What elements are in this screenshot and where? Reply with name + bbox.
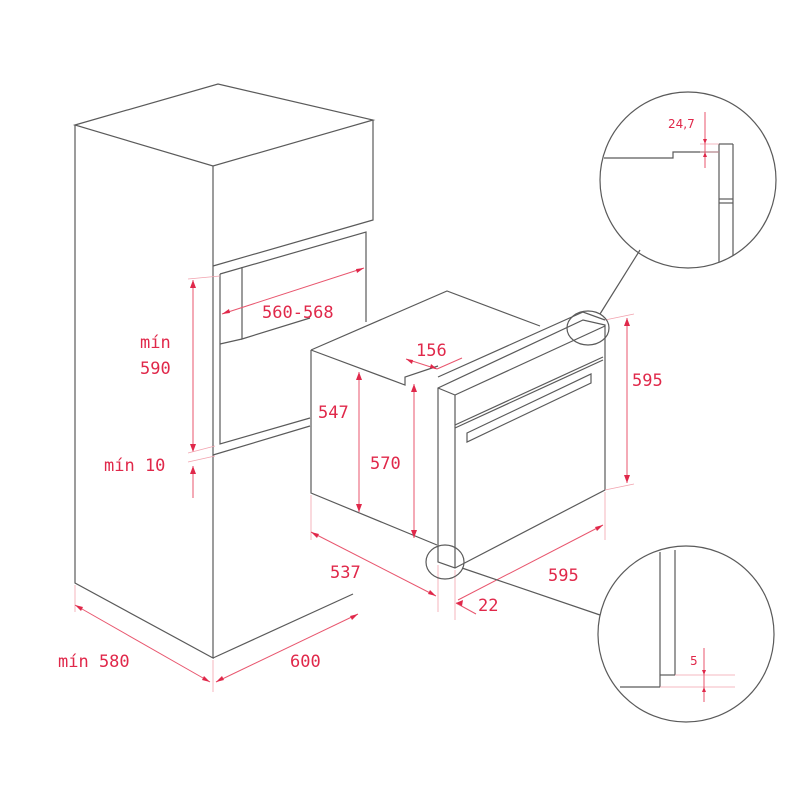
extension-line: [187, 445, 216, 454]
niche-height-label-min: mín: [140, 333, 171, 353]
handle-line: [454, 359, 604, 429]
arrow-icon: [428, 590, 436, 596]
body-height-label: 547: [318, 403, 349, 423]
bottom-gap-label: mín 10: [104, 456, 165, 476]
extension-line: [604, 313, 635, 321]
total-height-label: 595: [632, 371, 663, 391]
niche-width-dim-line: [221, 267, 365, 315]
cabinet-left-face: [74, 125, 214, 660]
arrow-icon: [75, 605, 83, 611]
arrow-icon: [411, 384, 417, 392]
cabinet-bottom-edge: [212, 593, 354, 659]
arrow-icon: [356, 372, 362, 380]
bottom-callout-marker: [425, 544, 465, 580]
oven: [310, 290, 606, 569]
arrow-icon: [356, 268, 364, 273]
oven-dimensions: 547 156 570 595 537 595 2: [310, 313, 663, 620]
depth-label: mín 580: [58, 652, 130, 672]
arrow-icon: [190, 466, 196, 474]
oven-door: [437, 319, 606, 569]
oven-top-back: [310, 290, 541, 351]
niche-inner-edge: [219, 338, 243, 345]
top-callout-leader: [599, 249, 641, 315]
depth-dim-line: [74, 604, 211, 683]
door-top-edge: [454, 325, 606, 396]
body-depth-dim-line: [310, 531, 437, 597]
door-edge: [437, 387, 456, 396]
arrow-icon: [595, 525, 603, 531]
top-detail-label: 24,7: [668, 117, 695, 131]
arrow-icon: [624, 318, 630, 326]
arrow-icon: [703, 139, 707, 144]
extension-line: [187, 455, 216, 463]
width-label: 600: [290, 652, 321, 672]
top-detail-circle: [599, 91, 777, 269]
arrow-icon: [703, 152, 707, 157]
door-thickness-dim-line: [455, 602, 477, 615]
arrow-icon: [311, 532, 319, 538]
arrow-icon: [456, 600, 463, 606]
niche-width-label: 560-568: [262, 303, 334, 323]
body-depth-label: 537: [330, 563, 361, 583]
niche-height-label-value: 590: [140, 359, 171, 379]
niche-floor: [212, 425, 311, 456]
top-detail-step: [604, 151, 719, 159]
oven-handle: [466, 373, 592, 443]
niche-left: [219, 274, 311, 445]
cabinet-dimensions: 560-568 mín 590 mín 10 mín 580 600: [58, 267, 365, 692]
arrow-icon: [356, 504, 362, 512]
arrow-icon: [702, 670, 706, 675]
arrow-icon: [702, 687, 706, 692]
arrow-icon: [190, 280, 196, 288]
width-dim-line: [215, 613, 359, 683]
niche-top: [219, 231, 367, 322]
cabinet: [72, 83, 376, 660]
arrow-icon: [222, 309, 230, 314]
arrow-icon: [411, 530, 417, 538]
arrow-icon: [350, 614, 358, 620]
arrow-icon: [216, 676, 224, 682]
detail-callouts: 24,7 5: [425, 91, 777, 723]
arrow-icon: [202, 676, 210, 682]
arrow-icon: [430, 364, 437, 369]
total-width-dim-line: [457, 524, 604, 601]
front-offset-label: 156: [416, 341, 447, 361]
handle-top: [454, 356, 604, 426]
dim-leader: [436, 357, 463, 370]
cabinet-right-face: [212, 120, 374, 267]
arrow-icon: [406, 359, 413, 364]
extension-line: [604, 483, 635, 491]
cabinet-top-face: [72, 83, 376, 167]
frame-height-label: 570: [370, 454, 401, 474]
extension-line: [187, 275, 221, 280]
oven-left-side: [310, 350, 438, 546]
bottom-detail-label: 5: [690, 654, 698, 668]
bottom-detail-circle: [597, 545, 775, 723]
door-thickness-label: 22: [478, 596, 498, 616]
bottom-callout-leader: [461, 567, 601, 616]
total-width-label: 595: [548, 566, 579, 586]
arrow-icon: [624, 475, 630, 483]
oven-top-step: [310, 349, 439, 386]
arrow-icon: [190, 444, 196, 452]
top-callout-marker: [566, 310, 610, 346]
